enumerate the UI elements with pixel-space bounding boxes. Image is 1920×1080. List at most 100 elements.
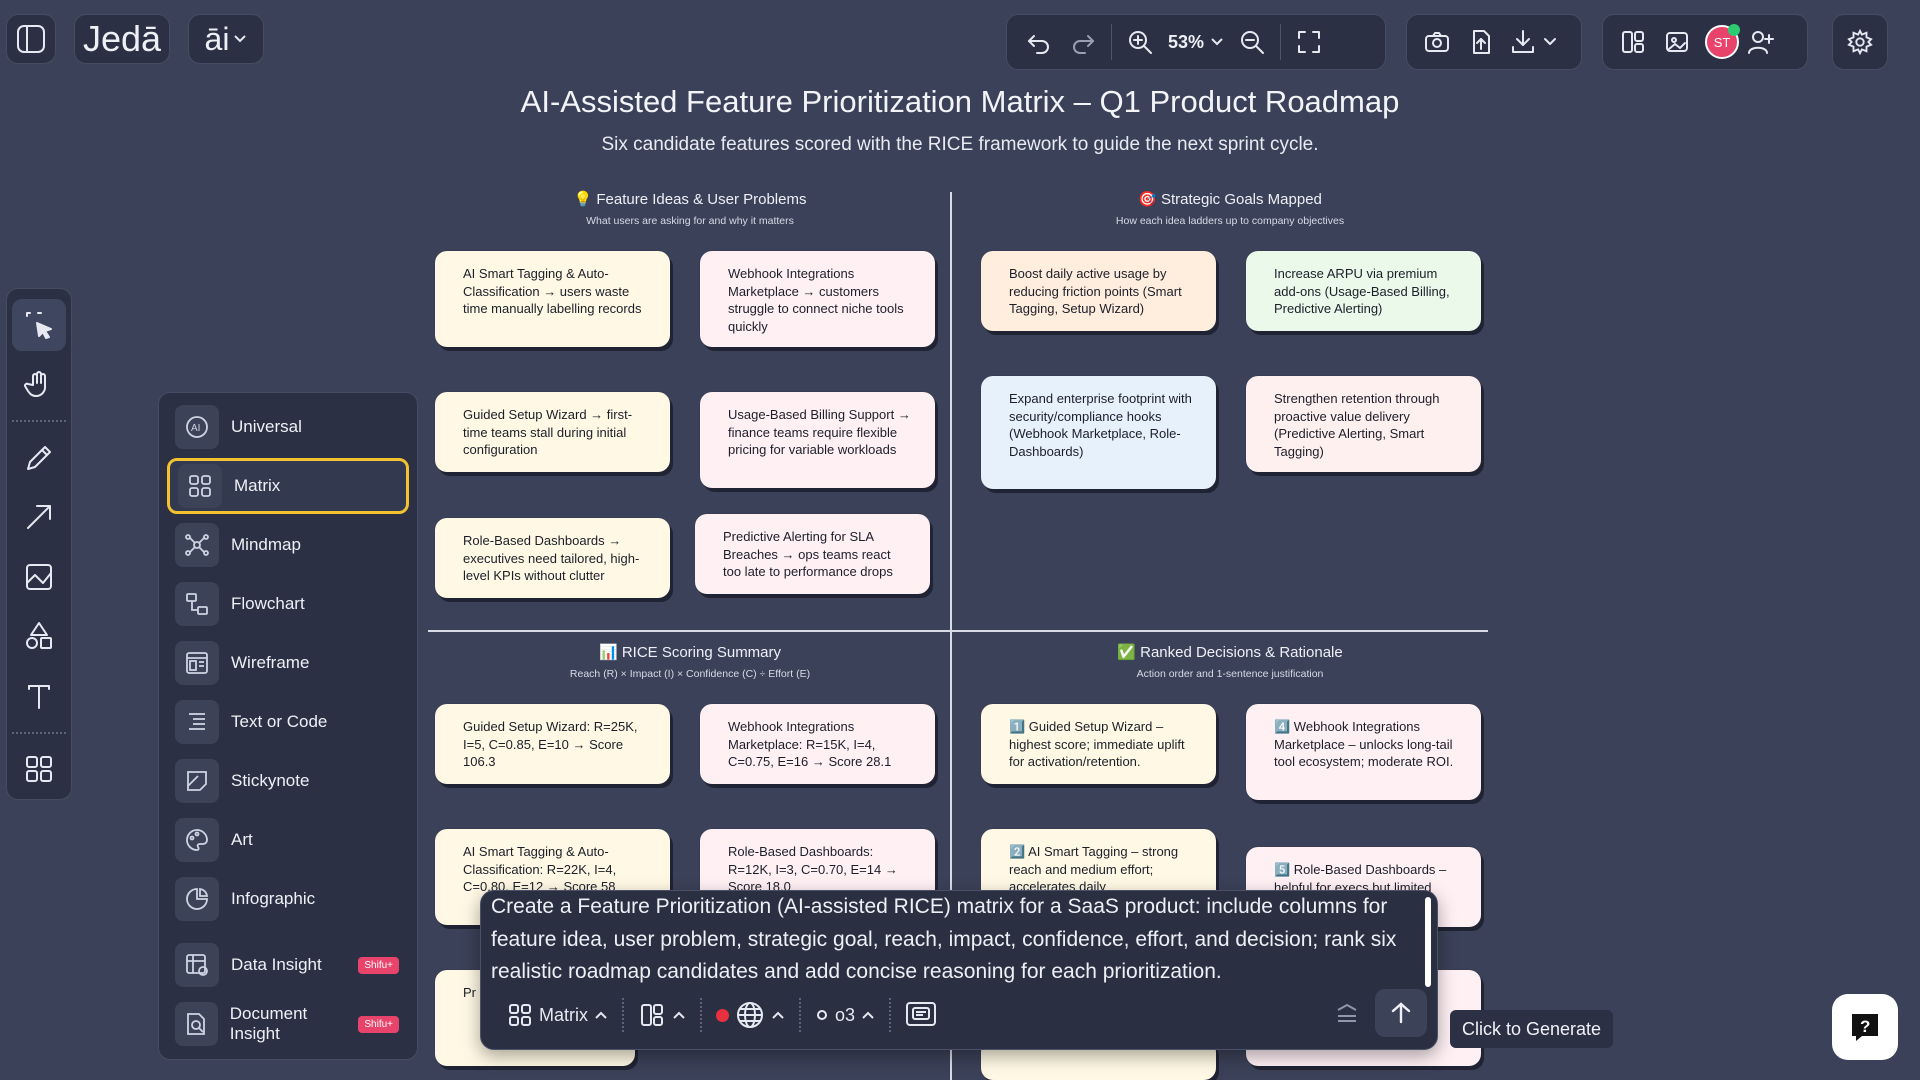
model-selector[interactable]: o3 [801,1005,889,1026]
pen-tool[interactable] [12,432,66,484]
sticky-card[interactable]: 1️⃣ Guided Setup Wizard – highest score;… [981,704,1216,784]
quadrant-title: 🎯 Strategic Goals Mapped [1040,190,1420,208]
download-button[interactable] [1503,20,1563,64]
layout-panels-icon [1622,31,1644,53]
sticky-card[interactable]: Role-Based Dashboards → executives need … [435,518,670,598]
sticky-card[interactable]: Webhook Integrations Marketplace → custo… [700,251,935,347]
attach-context-button[interactable] [891,1000,951,1030]
avatar-initials: ST [1713,34,1731,50]
screenshot-button[interactable] [1415,20,1459,64]
layout-panels-button[interactable] [1611,20,1655,64]
web-search-toggle[interactable] [702,1000,799,1030]
chat-frame-icon [906,1002,937,1026]
matrix-vertical-divider [950,192,952,1080]
ai-generator-menu: AI Universal Matrix Mindmap Flowchart Wi… [158,392,418,1060]
arrow-up-icon [1391,1002,1411,1024]
fit-screen-button[interactable] [1287,20,1331,64]
hand-tool[interactable] [12,359,66,411]
sticky-card[interactable]: Guided Setup Wizard → first-time teams s… [435,392,670,472]
sticky-card[interactable]: Strengthen retention through proactive v… [1246,376,1481,472]
ai-menu-button[interactable]: āi [188,14,264,64]
quadrant-title-text: Strategic Goals Mapped [1160,191,1322,208]
mode-label: Matrix [539,1004,588,1025]
document-insight-icon [175,1002,218,1046]
menu-item-mindmap[interactable]: Mindmap [167,517,409,573]
quadrant-title-text: Ranked Decisions & Rationale [1140,644,1343,661]
collapse-button[interactable] [1327,993,1367,1033]
menu-item-data-insight[interactable]: Data Insight Shifu+ [167,937,409,993]
sticky-card[interactable]: Boost daily active usage by reducing fri… [981,251,1216,331]
sidebar-toggle-button[interactable] [6,14,56,64]
flowchart-icon [175,582,219,626]
select-tool[interactable] [12,299,66,351]
menu-item-wireframe[interactable]: Wireframe [167,635,409,691]
menu-item-art[interactable]: Art [167,812,409,868]
text-code-icon [175,700,219,744]
mode-selector[interactable]: Matrix [493,1002,622,1028]
sticky-card[interactable]: Increase ARPU via premium add-ons (Usage… [1246,251,1481,331]
menu-item-label: Data Insight [231,955,322,974]
zoom-level-dropdown[interactable]: 53% [1162,32,1230,53]
undo-icon [1028,35,1049,54]
ai-icon: AI [175,405,219,449]
ai-label: āi [204,20,230,57]
zoom-in-button[interactable] [1118,20,1162,64]
text-tool[interactable] [12,670,66,722]
ai-prompt-box: Create a Feature Prioritization (AI-assi… [480,890,1438,1050]
target-icon: 🎯 [1138,191,1157,208]
shapes-tool[interactable] [12,611,66,663]
presentation-button[interactable] [1655,20,1699,64]
menu-item-flowchart[interactable]: Flowchart [167,576,409,632]
menu-item-matrix[interactable]: Matrix [167,458,409,514]
settings-button[interactable] [1832,14,1888,70]
invite-user-button[interactable] [1739,20,1783,64]
data-insight-icon [175,943,219,987]
page-subtitle: Six candidate features scored with the R… [601,134,1319,155]
brand-logo[interactable]: Jedā [74,14,170,64]
templates-tool[interactable] [12,744,66,796]
menu-item-document-insight[interactable]: Document Insight Shifu+ [167,996,409,1052]
shapes-icon [26,622,52,650]
generate-button[interactable] [1375,989,1427,1037]
online-status-dot [1728,24,1740,36]
zoom-out-button[interactable] [1230,20,1274,64]
menu-item-stickynote[interactable]: Stickynote [167,753,409,809]
menu-item-label: Text or Code [231,712,328,731]
recording-dot-icon [716,1008,729,1022]
prompt-scrollbar[interactable] [1425,897,1431,987]
prompt-options-bar: Matrix o3 [493,993,951,1037]
quadrant-title: 💡 Feature Ideas & User Problems [500,190,880,208]
arrow-tool[interactable] [12,492,66,544]
menu-item-infographic[interactable]: Infographic [167,871,409,927]
left-toolbar [6,288,72,800]
chevron-down-icon [234,35,247,43]
help-button[interactable]: ? [1832,994,1898,1060]
premium-badge: Shifu+ [358,1015,399,1033]
sticky-card[interactable]: 4️⃣ Webhook Integrations Marketplace – u… [1246,704,1481,800]
camera-icon [1425,32,1449,52]
model-label: o3 [835,1004,856,1025]
mindmap-icon [175,523,219,567]
sticky-card[interactable]: Webhook Integrations Marketplace: R=15K,… [700,704,935,784]
sticky-card[interactable]: Expand enterprise footprint with securit… [981,376,1216,489]
model-icon [817,1010,827,1020]
menu-item-label: Flowchart [231,594,305,613]
menu-item-label: Infographic [231,889,316,908]
redo-button[interactable] [1061,20,1105,64]
layout-selector[interactable] [624,1001,700,1029]
sticky-card[interactable]: Predictive Alerting for SLA Breaches → o… [695,514,930,594]
share-button[interactable] [1459,20,1503,64]
menu-item-text-or-code[interactable]: Text or Code [167,694,409,750]
options-divider [700,998,702,1032]
avatar[interactable]: ST [1705,24,1740,59]
matrix-grid-icon [509,1004,531,1026]
zoom-in-icon [1129,31,1152,54]
sticky-card[interactable]: Usage-Based Billing Support → finance te… [700,392,935,488]
image-tool[interactable] [12,551,66,603]
sticky-card[interactable]: Guided Setup Wizard: R=25K, I=5, C=0.85,… [435,704,670,784]
undo-button[interactable] [1017,20,1061,64]
menu-item-universal[interactable]: AI Universal [167,399,409,455]
prompt-input[interactable]: Create a Feature Prioritization (AI-assi… [491,895,1397,983]
sticky-card[interactable]: AI Smart Tagging & Auto-Classification →… [435,251,670,347]
tool-separator [12,420,66,422]
